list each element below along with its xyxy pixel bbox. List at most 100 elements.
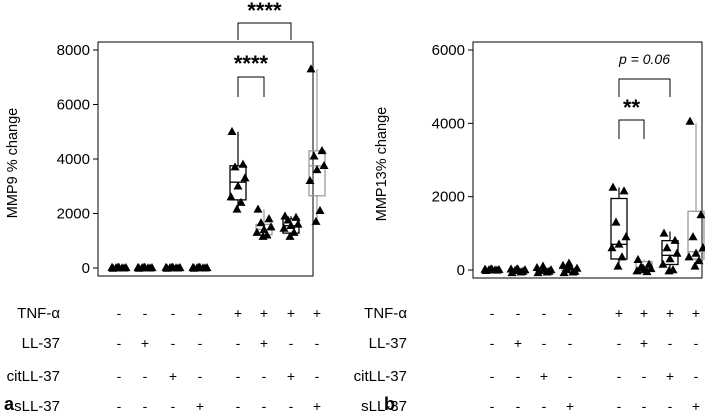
condition-sign: - bbox=[490, 398, 495, 414]
data-point bbox=[662, 243, 672, 252]
condition-sign: - bbox=[490, 368, 495, 384]
data-point bbox=[266, 222, 276, 231]
panel-label: a bbox=[4, 394, 15, 414]
box-group-7 bbox=[279, 211, 303, 240]
box-group-1 bbox=[107, 262, 131, 272]
data-point bbox=[619, 186, 629, 195]
condition-sign: + bbox=[540, 368, 548, 384]
condition-sign: - bbox=[568, 335, 573, 351]
y-tick-label: 8000 bbox=[57, 42, 90, 59]
data-point bbox=[558, 260, 568, 269]
significance-bracket bbox=[237, 22, 292, 40]
data-point bbox=[607, 243, 617, 252]
plot-frame bbox=[97, 41, 314, 277]
box-group-5 bbox=[226, 126, 250, 213]
box bbox=[229, 165, 247, 201]
box-group-7 bbox=[658, 228, 682, 275]
y-axis-label: MMP9 % change bbox=[5, 108, 21, 218]
condition-sign: - bbox=[315, 335, 320, 351]
y-axis-label: MMP13% change bbox=[374, 107, 390, 221]
condition-sign: - bbox=[668, 335, 673, 351]
box bbox=[687, 210, 705, 260]
condition-sign: - bbox=[568, 368, 573, 384]
data-point bbox=[311, 216, 321, 225]
condition-sign: - bbox=[642, 368, 647, 384]
condition-sign: + bbox=[666, 305, 674, 321]
condition-sign: - bbox=[694, 335, 699, 351]
data-point bbox=[608, 182, 618, 191]
condition-sign: + bbox=[640, 335, 648, 351]
data-point bbox=[289, 227, 299, 236]
data-point bbox=[315, 205, 325, 215]
data-point bbox=[568, 267, 578, 276]
box-group-2 bbox=[133, 262, 157, 272]
data-point bbox=[319, 160, 329, 170]
box-group-6 bbox=[632, 254, 656, 276]
data-point bbox=[133, 262, 143, 271]
data-point bbox=[672, 248, 682, 257]
box-group-8 bbox=[684, 116, 705, 270]
data-point bbox=[617, 252, 627, 261]
data-point bbox=[564, 258, 574, 267]
data-point bbox=[188, 262, 198, 271]
data-point bbox=[291, 212, 301, 221]
data-point bbox=[698, 243, 705, 252]
data-point bbox=[293, 219, 303, 228]
condition-sign: - bbox=[236, 398, 241, 414]
y-tick-label: 6000 bbox=[57, 97, 90, 114]
condition-sign: - bbox=[315, 368, 320, 384]
condition-sign: + bbox=[196, 398, 204, 414]
condition-sign: - bbox=[617, 398, 622, 414]
condition-label: sLL-37 bbox=[14, 398, 60, 414]
condition-label: sLL-37 bbox=[361, 398, 407, 414]
data-point bbox=[306, 64, 316, 73]
data-point bbox=[167, 262, 177, 271]
data-point bbox=[232, 204, 242, 213]
condition-sign: - bbox=[289, 335, 294, 351]
data-point bbox=[252, 227, 262, 236]
condition-sign: - bbox=[516, 368, 521, 384]
data-point bbox=[572, 263, 582, 272]
box-group-4 bbox=[188, 262, 212, 272]
data-point bbox=[691, 248, 701, 257]
data-point bbox=[279, 223, 289, 232]
data-point bbox=[611, 217, 621, 226]
data-point bbox=[230, 162, 240, 171]
condition-sign: - bbox=[143, 305, 148, 321]
plot-frame bbox=[472, 41, 703, 279]
data-point bbox=[194, 262, 204, 271]
box-group-3 bbox=[532, 261, 556, 277]
condition-sign: + bbox=[640, 305, 648, 321]
condition-sign: - bbox=[117, 305, 122, 321]
data-point bbox=[236, 197, 246, 206]
data-point bbox=[312, 165, 322, 174]
significance-label: **** bbox=[247, 0, 282, 23]
condition-sign: - bbox=[117, 368, 122, 384]
condition-sign: - bbox=[171, 305, 176, 321]
condition-sign: + bbox=[234, 305, 242, 321]
data-point bbox=[613, 261, 623, 270]
data-point bbox=[226, 192, 236, 201]
panel-label: b bbox=[384, 394, 395, 414]
condition-sign: + bbox=[169, 368, 177, 384]
condition-label: TNF-α bbox=[17, 305, 60, 322]
condition-sign: - bbox=[516, 398, 521, 414]
condition-sign: - bbox=[262, 398, 267, 414]
data-point bbox=[161, 262, 171, 271]
condition-sign: - bbox=[198, 368, 203, 384]
data-point bbox=[480, 264, 490, 273]
data-point bbox=[285, 231, 295, 240]
condition-sign: - bbox=[542, 335, 547, 351]
condition-sign: + bbox=[287, 305, 295, 321]
significance-bracket bbox=[618, 78, 671, 97]
data-point bbox=[139, 262, 149, 271]
condition-sign: - bbox=[490, 335, 495, 351]
condition-sign: + bbox=[287, 368, 295, 384]
data-point bbox=[694, 255, 704, 265]
data-point bbox=[621, 232, 631, 241]
data-point bbox=[506, 264, 516, 273]
condition-sign: - bbox=[289, 398, 294, 414]
